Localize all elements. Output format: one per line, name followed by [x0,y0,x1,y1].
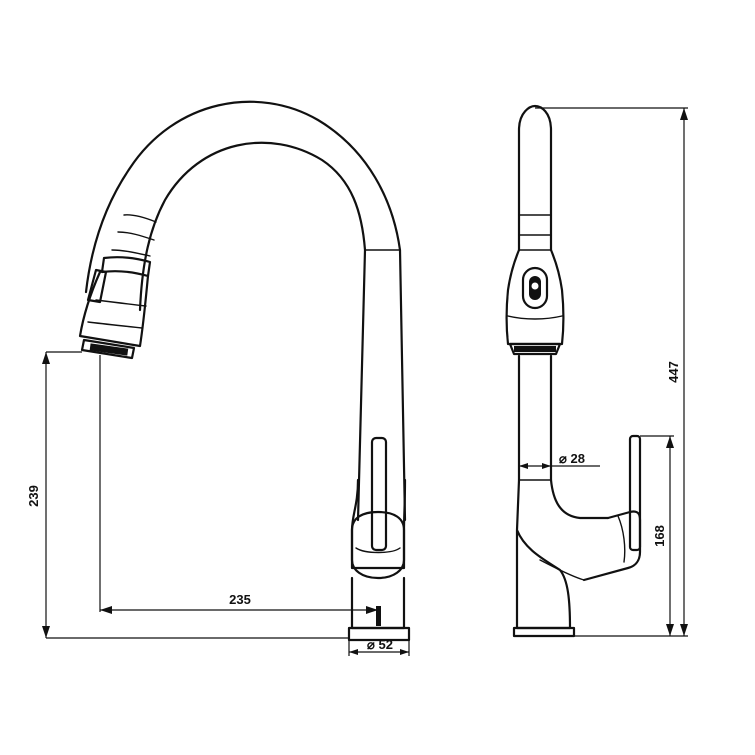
dim-168-arrow-bottom [666,624,674,636]
spray-head-body [78,270,150,348]
dim-235-arrow-right [366,606,378,614]
front-base-plate [347,626,411,642]
side-spray-button [521,266,549,310]
side-handle-housing-inner [617,515,626,563]
spray-head-band-4 [95,299,147,307]
side-view [505,104,642,638]
side-base-plate [512,626,576,638]
dim-28-arrow-right [542,463,551,469]
front-spout-inner [138,141,367,522]
side-nozzle-face [514,346,556,352]
side-lever-handle [628,434,642,552]
front-lever-handle [370,436,388,552]
front-body [350,478,407,570]
dim-52-label: ⌀ 52 [367,637,393,652]
dim-52-arrow-right [400,649,409,655]
dim-239-arrow-bottom [42,626,50,638]
front-cartridge-ring [355,547,401,554]
side-body [515,478,572,630]
dim-52-arrow-left [349,649,358,655]
dim-168-label: 168 [652,525,667,547]
side-spout [517,104,553,252]
spray-button [86,268,108,304]
dim-168-arrow-top [666,436,674,448]
dim-239-arrow-top [42,352,50,364]
dim-235-arrow-left [100,606,112,614]
spray-nozzle [80,338,136,360]
front-spout-outer [84,100,407,522]
spray-head-band-1 [123,214,157,223]
side-body-curve [539,559,585,581]
spray-head-band-5 [87,321,143,329]
dim-447-arrow-bottom [680,624,688,636]
side-spray-button-dot [531,282,539,290]
side-body-top [549,478,610,520]
dim-235-label: 235 [229,592,251,607]
side-dimensions: ⌀ 28 447 168 [519,107,688,637]
side-spray-band [507,315,563,320]
front-base-center [376,606,381,626]
front-view [78,100,411,642]
dim-447-label: 447 [666,361,681,383]
spray-head-band-3 [111,249,151,257]
dim-28-arrow-left [519,463,528,469]
dim-447-arrow-top [680,108,688,120]
side-handle-housing [582,510,642,582]
dim-239-label: 239 [26,485,41,507]
spray-head-band-2 [117,231,155,241]
front-cartridge-housing [350,510,406,580]
dim-28-label: ⌀ 28 [559,451,585,466]
spray-nozzle-face [89,343,129,356]
side-nozzle [508,342,562,356]
front-dimensions: 239 235 ⌀ 52 [26,351,410,656]
